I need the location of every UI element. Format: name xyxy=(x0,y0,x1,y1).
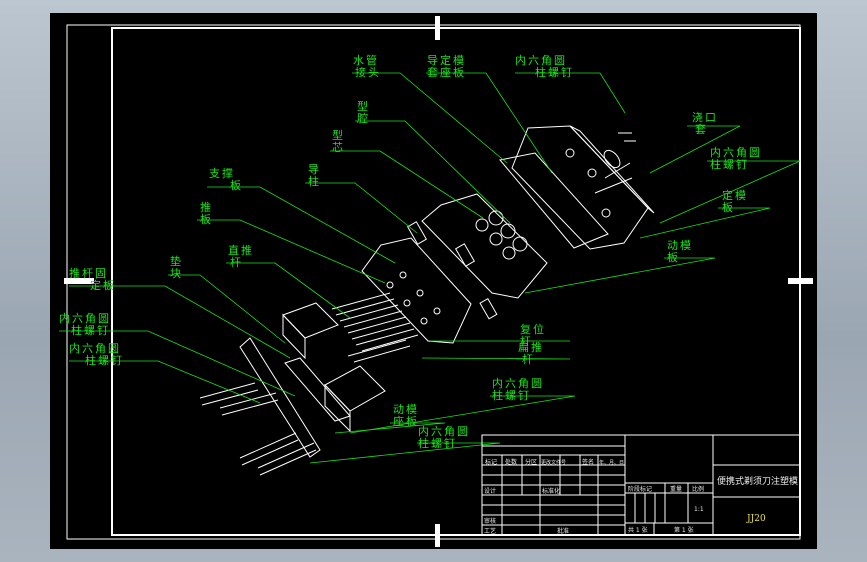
label-core-1: 型 xyxy=(332,128,345,142)
tb-drawing-no: JJ20 xyxy=(746,514,766,524)
cad-drawing-viewport[interactable]: 水管 接头 导定模 套座板 内六角圆 柱螺钉 型 腔 型 芯 浇口 套 内六角圆… xyxy=(50,13,817,549)
label-cavity-1: 型 xyxy=(357,99,370,113)
tb-header-sign: 签名 xyxy=(582,458,594,466)
center-mark-left xyxy=(64,278,94,284)
label-socket-screw-left1-1: 内六角圆 xyxy=(59,311,111,325)
label-socket-screw-left2-2: 柱螺钉 xyxy=(85,353,124,367)
center-mark-right xyxy=(788,278,813,284)
gate-ring-shape xyxy=(603,149,621,169)
label-socket-screw-bottom-1: 内六角圆 xyxy=(492,376,544,390)
tb-sheet-no: 第 1 张 xyxy=(674,526,694,534)
core-plate xyxy=(421,193,548,299)
label-fixed-plate-1: 定模 xyxy=(722,188,748,202)
guide-pins xyxy=(406,221,498,320)
tb-title: 便携式剃须刀注塑模 xyxy=(717,475,798,487)
label-flat-pusher-1: 扁推 xyxy=(518,340,544,354)
label-socket-screw-bottom2-2: 柱螺钉 xyxy=(418,436,457,450)
label-guide-pin-1: 导 xyxy=(308,163,321,176)
label-push-fixed-plate-1: 推杆固 xyxy=(69,266,108,280)
inner-border xyxy=(111,27,801,536)
core-inserts xyxy=(475,210,528,260)
label-cavity-2: 腔 xyxy=(357,111,370,125)
label-moving-plate-2: 板 xyxy=(667,250,680,264)
label-moving-base-plate-2: 座板 xyxy=(393,414,419,428)
tb-row-design: 设计 xyxy=(484,487,496,495)
label-socket-screw-bottom-2: 柱螺钉 xyxy=(492,388,531,402)
label-water-nozzle-2: 接头 xyxy=(355,66,381,79)
label-spacer-block-1: 垫 xyxy=(170,254,183,268)
drawing-canvas: 水管 接头 导定模 套座板 内六角圆 柱螺钉 型 腔 型 芯 浇口 套 内六角圆… xyxy=(59,16,813,547)
label-socket-screw-left2-1: 内六角圆 xyxy=(69,341,121,355)
tb-sheets: 共 1 张 xyxy=(628,526,648,534)
moving-base-plate-shape xyxy=(239,337,321,458)
label-socket-screw-top-2: 柱螺钉 xyxy=(535,65,574,79)
spacer-block-bottom xyxy=(324,365,386,412)
tb-header-change: 更改文件号 xyxy=(541,459,566,466)
label-push-plate-1: 推 xyxy=(200,200,213,214)
tb-scale: 1:1 xyxy=(694,506,704,513)
push-plate-shape xyxy=(284,357,351,422)
tb-header-zone: 分区 xyxy=(525,458,537,466)
label-support-plate-1: 支撑 xyxy=(209,166,235,180)
label-gate-ring-1: 浇口 xyxy=(692,111,718,124)
label-guide-fixed-plate-2: 套座板 xyxy=(427,65,466,79)
label-socket-screw-right-2: 柱螺钉 xyxy=(710,157,749,171)
tb-header-mark: 标记 xyxy=(485,458,497,466)
label-reset-rod-1: 复位 xyxy=(520,322,546,336)
label-moving-base-plate-1: 动模 xyxy=(393,403,419,416)
tb-header-count: 处数 xyxy=(505,458,517,466)
title-block: 标记 处数 分区 更改文件号 签名 年、月、日 设计 标准化 审核 工艺 批准 … xyxy=(481,434,801,536)
center-mark-top xyxy=(435,16,440,40)
tb-row-process: 工艺 xyxy=(484,527,496,535)
label-socket-screw-left1-2: 柱螺钉 xyxy=(71,323,110,337)
label-fixed-plate-2: 板 xyxy=(722,200,735,214)
tb-row-standard: 标准化 xyxy=(542,487,560,495)
label-flat-pusher-2: 杆 xyxy=(522,352,535,366)
label-socket-screw-top-1: 内六角圆 xyxy=(515,53,567,67)
label-water-nozzle-1: 水管 xyxy=(353,53,379,67)
tb-weight-label: 重量 xyxy=(670,485,682,493)
label-socket-screw-right-1: 内六角圆 xyxy=(710,145,762,159)
label-straight-pusher-2: 杆 xyxy=(230,255,243,269)
label-reset-rod-2: 杆 xyxy=(520,334,533,348)
outer-border xyxy=(66,24,801,540)
moving-plate-shape xyxy=(361,237,472,344)
label-push-fixed-plate-2: 定板 xyxy=(90,278,116,292)
label-support-plate-2: 板 xyxy=(230,178,243,192)
part-labels: 水管 接头 导定模 套座板 内六角圆 柱螺钉 型 腔 型 芯 浇口 套 内六角圆… xyxy=(59,53,762,450)
spacer-block-top xyxy=(282,302,339,339)
tb-row-approve: 批准 xyxy=(557,527,569,535)
fixed-base-plate xyxy=(511,125,649,250)
label-core-2: 芯 xyxy=(332,140,345,154)
tb-scale-label: 比例 xyxy=(692,485,704,493)
label-moving-plate-1: 动模 xyxy=(667,239,693,252)
label-straight-pusher-1: 直推 xyxy=(228,243,254,257)
leader-lines xyxy=(59,72,801,464)
label-guide-fixed-plate-1: 导定模 xyxy=(427,53,466,67)
tb-header-date: 年、月、日 xyxy=(599,459,624,466)
label-gate-ring-2: 套 xyxy=(695,123,708,136)
label-socket-screw-bottom2-1: 内六角圆 xyxy=(418,424,470,438)
label-spacer-block-2: 块 xyxy=(170,267,183,280)
guide-fixed-plate-shape xyxy=(499,152,609,249)
label-push-plate-2: 板 xyxy=(200,212,213,226)
pusher-rods xyxy=(331,292,419,363)
center-mark-bottom xyxy=(435,524,440,547)
mold-assembly xyxy=(199,125,655,476)
bottom-bolts xyxy=(199,382,317,476)
tb-row-review: 审核 xyxy=(484,517,496,525)
tb-stage-label: 阶段标记 xyxy=(628,485,652,493)
label-guide-pin-2: 柱 xyxy=(308,174,321,188)
